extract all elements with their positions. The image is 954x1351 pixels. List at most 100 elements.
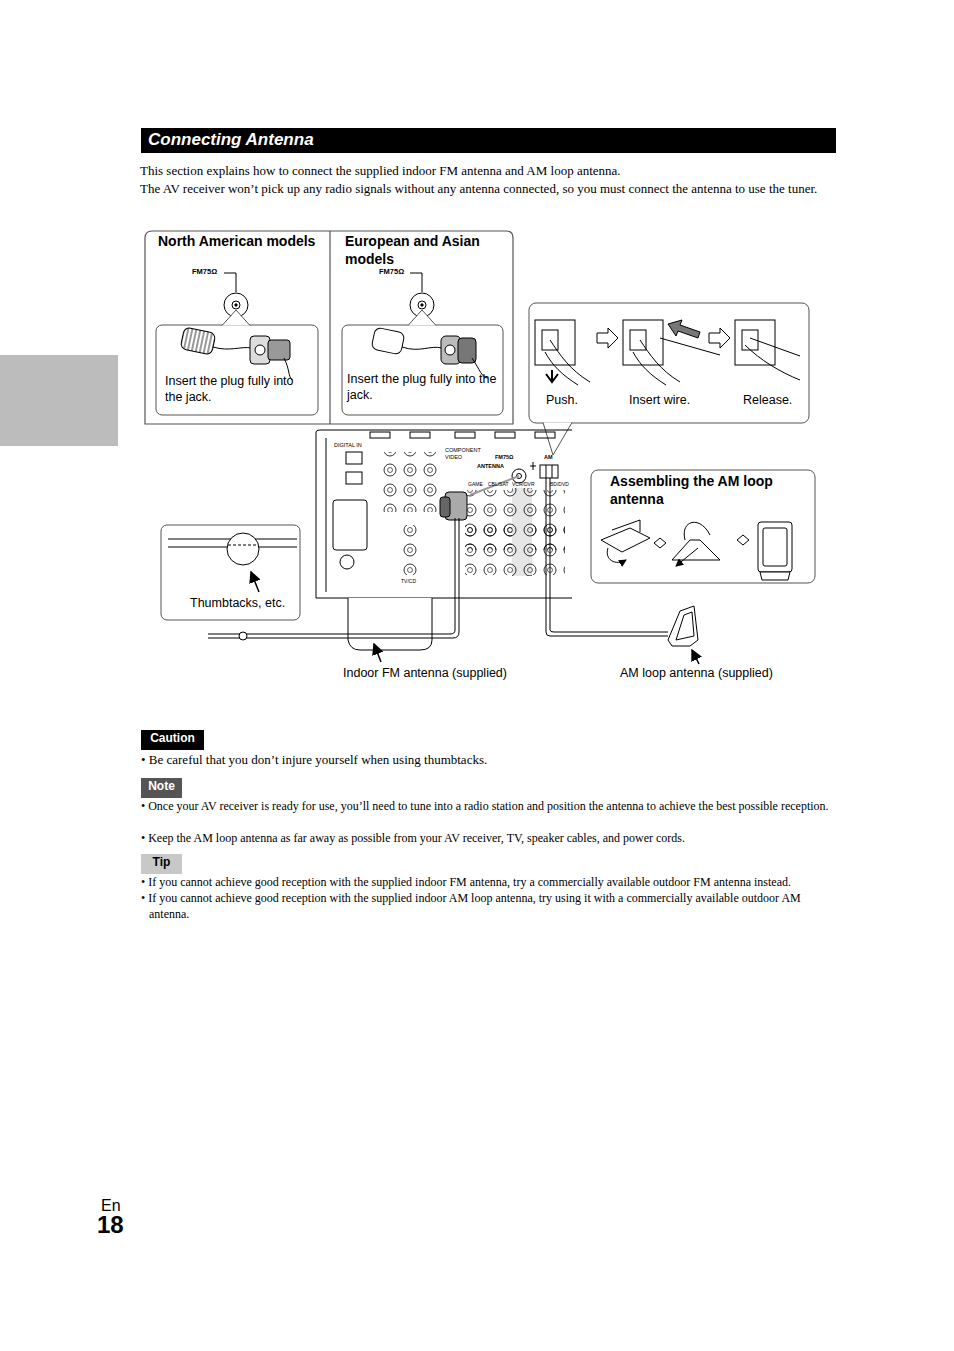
am-terminal-steps-part <box>640 340 680 382</box>
callout-box: European and Asian modelsInsert the plug… <box>330 231 513 424</box>
fm-jack-part <box>224 273 236 274</box>
thumbtack-box-part <box>228 545 258 546</box>
label-text: AM <box>544 454 556 461</box>
label-text: ANTENNA <box>477 463 509 470</box>
side-tab <box>0 355 118 446</box>
label-text: 18 <box>97 1211 137 1240</box>
callout-boxes-part <box>342 325 503 415</box>
receiver-rear-panel <box>316 430 572 650</box>
antenna-wires-part <box>676 612 694 640</box>
thumbtack-box-part <box>161 525 300 620</box>
am-terminal-steps-part <box>535 320 575 365</box>
am-loop-assembly-box-part <box>591 470 815 583</box>
fm-plug-eu <box>371 327 488 378</box>
callout-box: Push.Insert wire.Release. <box>529 303 809 423</box>
receiver-rear-panel-part <box>440 497 450 517</box>
badge: Caution <box>141 730 204 750</box>
antenna-wires-part <box>239 632 247 640</box>
thumbtack-box-part <box>227 533 259 565</box>
label-text: • Be careful that you don’t injure yours… <box>141 752 841 768</box>
node-text: Caution <box>141 731 204 747</box>
receiver-rear-panel-part <box>346 452 362 464</box>
badge: Tip <box>141 854 182 874</box>
leader-arrows <box>374 644 699 664</box>
callout-boxes-part <box>156 325 318 415</box>
callout-box: North American modelsInsert the plug ful… <box>145 231 330 424</box>
label-text: CBL/SAT <box>488 481 512 487</box>
label-text: • Keep the AM loop antenna as far away a… <box>141 830 841 846</box>
panel-outline-part <box>145 231 513 424</box>
fm-jack-part <box>235 304 237 306</box>
fm-jack <box>224 273 434 317</box>
panel-outline <box>145 231 513 424</box>
am-terminal-steps-part <box>750 338 800 356</box>
fm-plug-na <box>180 327 292 380</box>
callout-box: Assembling the AM loop antenna <box>591 470 815 583</box>
node-text: Insert wire. <box>629 392 719 408</box>
label-text: • Once your AV receiver is ready for use… <box>141 798 841 814</box>
node-text: Insert the plug fully into the jack. <box>165 373 305 406</box>
fm-plug-eu-part <box>445 345 455 355</box>
am-loop-assembly-box-part <box>763 528 787 566</box>
receiver-rear-panel-part <box>512 488 532 576</box>
am-terminal-steps-part <box>633 352 666 385</box>
callout-boxes-part <box>408 310 436 326</box>
push-box-pointer-part <box>529 303 809 423</box>
am-loop-assembly-box-part <box>737 535 749 545</box>
push-box-pointer-part <box>543 423 572 456</box>
am-loop-assembly-box-part <box>758 522 792 572</box>
am-terminal-steps-part <box>709 328 730 348</box>
am-terminal-steps-part <box>546 370 558 382</box>
am-terminal-steps-part <box>597 328 618 348</box>
antenna-wires-part <box>668 606 698 646</box>
node-text: Thumbtacks, etc. <box>190 595 298 611</box>
fm-plug-na-part <box>268 340 290 360</box>
node-text: Release. <box>743 392 805 408</box>
node-text: Tip <box>141 855 182 871</box>
section-title: Connecting Antenna <box>148 130 828 150</box>
am-loop-assembly-box-part <box>654 538 666 548</box>
fm-plug-na-part <box>255 345 265 355</box>
label-text: BD/DVD <box>550 481 574 487</box>
callout-box: Insert the plug fully into the jack. <box>156 325 318 415</box>
label-text: This section explains how to connect the… <box>140 162 840 180</box>
label-text: FM75Ω <box>192 267 232 276</box>
label-text: DIGITAL IN <box>334 442 374 449</box>
fm-plug-eu-part <box>402 347 442 349</box>
receiver-rear-panel-part <box>455 432 475 438</box>
fm-jack-part <box>410 273 422 274</box>
am-terminal-steps-part <box>623 320 663 365</box>
label-text: AM loop antenna (supplied) <box>620 666 820 681</box>
callout-box: Thumbtacks, etc. <box>161 525 300 620</box>
fm-plug-na-part <box>180 327 216 355</box>
label-text: COMPONENT VIDEO <box>445 447 477 460</box>
callout-box: Insert the plug fully into the jack. <box>342 325 503 415</box>
am-terminal-steps-part <box>735 320 775 365</box>
node-text: Assembling the AM loop antenna <box>610 472 805 508</box>
receiver-rear-panel-part <box>346 472 362 484</box>
label-text: The AV receiver won’t pick up any radio … <box>140 180 840 198</box>
thumbtack-box <box>161 525 300 620</box>
label-text: FM75Ω <box>495 454 517 461</box>
leader-arrows-part <box>692 650 699 664</box>
leader-arrows-part <box>374 644 381 662</box>
node-text: European and Asian models <box>345 232 510 268</box>
receiver-rear-panel-part <box>530 462 536 470</box>
label-text: GAME <box>468 481 488 487</box>
am-terminal-steps-part <box>630 330 646 350</box>
receiver-rear-panel-part <box>348 598 432 650</box>
am-loop-assembly-box-part <box>612 520 640 532</box>
am-loop-assembly-box-part <box>760 572 790 580</box>
node-text: Insert the plug fully into the jack. <box>347 371 497 404</box>
receiver-rear-panel-part <box>535 432 555 438</box>
fm-plug-eu-part <box>371 327 405 355</box>
fm-plug-na-part <box>250 336 270 364</box>
panel-outline-part <box>329 231 330 424</box>
thumbtack-box-part <box>251 572 259 592</box>
receiver-rear-panel-part <box>540 465 558 478</box>
node-text: Note <box>141 779 182 795</box>
receiver-rear-panel-part <box>380 452 440 512</box>
am-loop-assembly-box-part <box>684 522 710 540</box>
receiver-rear-panel-part <box>340 555 354 569</box>
receiver-rear-panel-part <box>316 430 572 598</box>
